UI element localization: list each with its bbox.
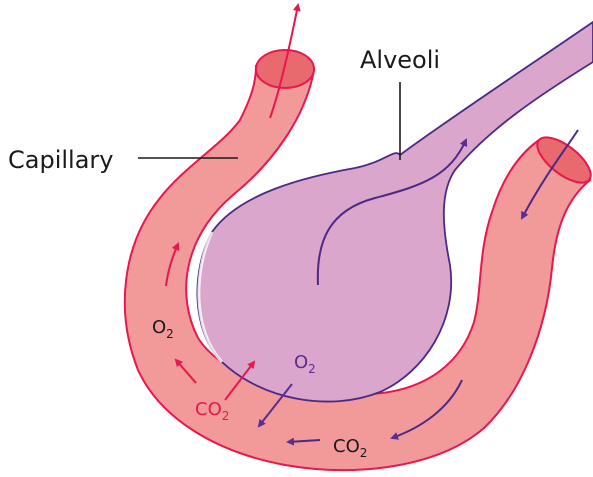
capillary-label: Capillary — [8, 146, 113, 174]
co2-capillary-subscript: 2 — [222, 409, 230, 423]
o2-capillary-base: O — [152, 317, 166, 338]
o2-alveolus-subscript: 2 — [308, 362, 316, 376]
co2-bottom-base: CO — [333, 436, 360, 457]
co2-capillary-base: CO — [195, 399, 222, 420]
o2-alveolus-base: O — [294, 352, 308, 373]
co2-bottom-subscript: 2 — [360, 446, 368, 460]
alveoli-label: Alveoli — [360, 46, 440, 74]
o2-capillary-subscript: 2 — [166, 327, 174, 341]
